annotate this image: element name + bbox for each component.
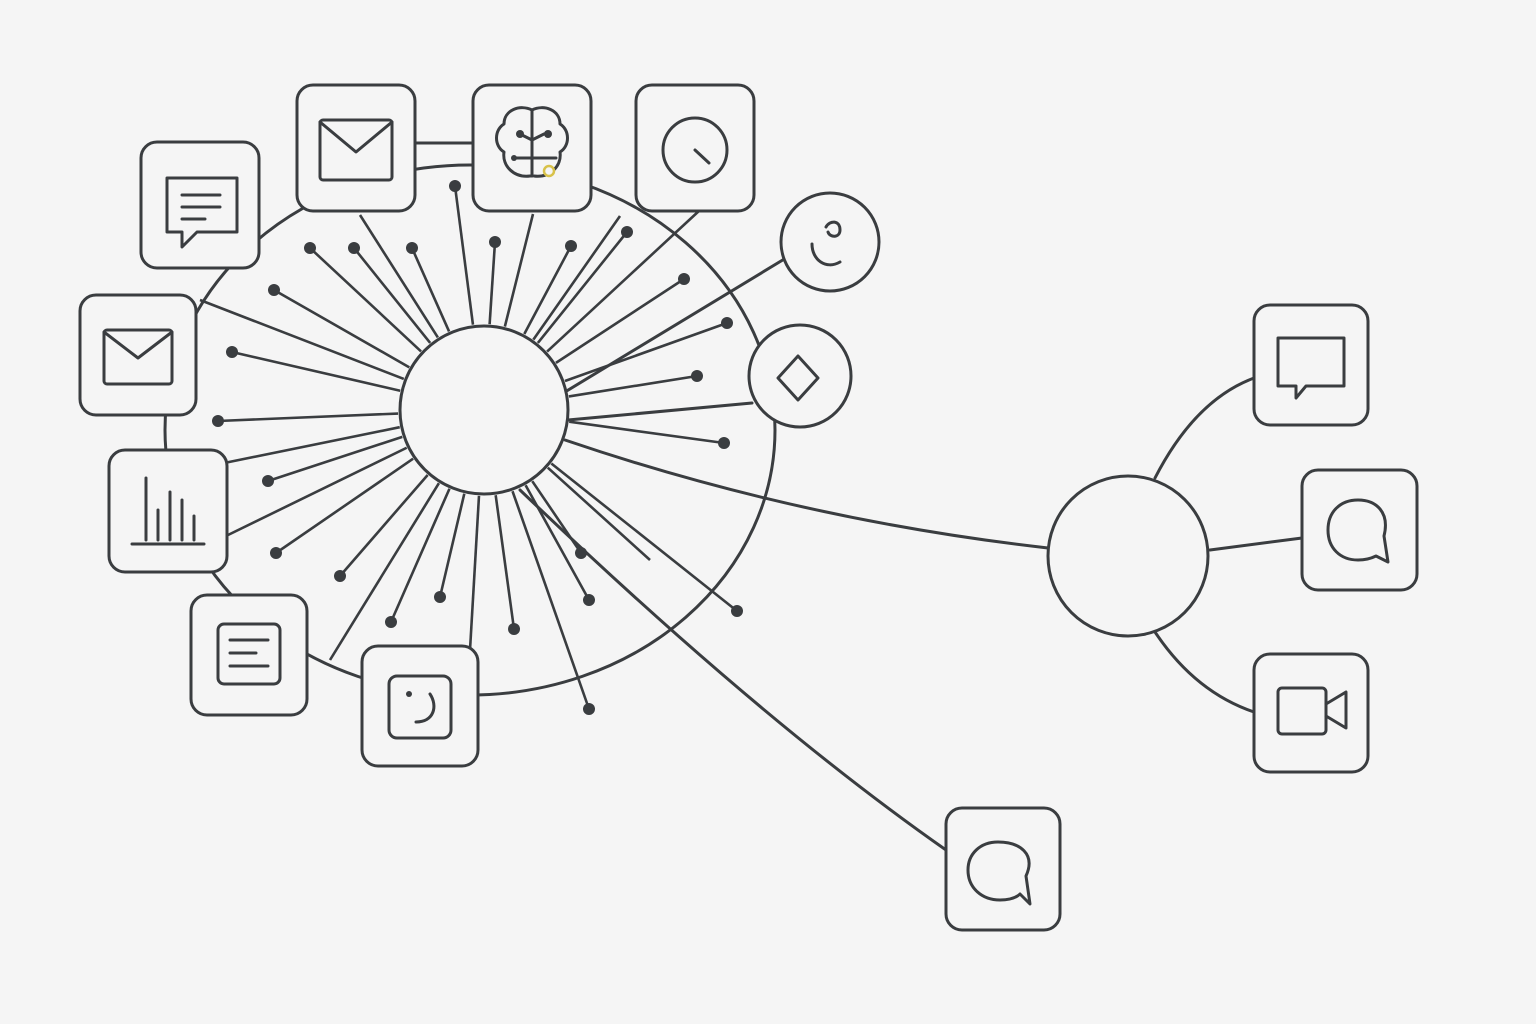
spoke-line (503, 213, 535, 327)
spoke-line (468, 495, 481, 651)
spoke-line (410, 247, 451, 332)
spoke-line (494, 495, 516, 630)
diamond-link (566, 401, 754, 422)
hub-to-hub-link (563, 438, 1050, 550)
bar-chart-icon[interactable] (107, 448, 229, 574)
video-camera-icon[interactable] (1252, 652, 1370, 774)
spoke-line (511, 490, 591, 710)
spoke-node (565, 240, 577, 252)
spoke-node (268, 284, 280, 296)
spoke-node (449, 180, 461, 192)
spoke-node (508, 623, 520, 635)
spoke-node (385, 616, 397, 628)
spoke-line (569, 420, 725, 445)
spoke-node (718, 437, 730, 449)
spoke-line (273, 288, 410, 369)
spoke-node (621, 226, 633, 238)
primary-hub[interactable] (398, 324, 570, 496)
spoke-line (267, 435, 403, 483)
spoke-line (389, 488, 451, 623)
spoke-node (583, 594, 595, 606)
spoke-line (523, 245, 573, 335)
spoke-node (721, 317, 733, 329)
spoke-line (546, 209, 701, 353)
spoke-line (568, 374, 698, 398)
spoke-line (453, 185, 475, 325)
spoke-line (275, 457, 414, 555)
spoke-node (348, 242, 360, 254)
document-lines-icon[interactable] (189, 593, 309, 717)
spoke-line (488, 241, 497, 325)
secondary-hub[interactable] (1046, 474, 1210, 638)
brain-circuit-icon[interactable] (471, 83, 593, 213)
spoke-node (678, 273, 690, 285)
spoke-node (334, 570, 346, 582)
branch-message (1153, 376, 1256, 480)
chat-bubble-icon[interactable] (139, 140, 261, 270)
spoke-node (262, 475, 274, 487)
spoke-line (438, 493, 466, 598)
spoke-node (434, 591, 446, 603)
spoke-line (532, 215, 622, 341)
spoke-line (536, 231, 629, 344)
spoke-line (358, 214, 439, 339)
spoke-line (217, 412, 399, 423)
spoke-line (550, 462, 738, 613)
spoke-line (328, 482, 441, 661)
spoke-node (489, 236, 501, 248)
spoke-node (406, 242, 418, 254)
branch-video (1153, 630, 1256, 714)
spoke-line (227, 446, 408, 537)
spoke-node (226, 346, 238, 358)
spoke-line (352, 247, 432, 344)
spoke-node (583, 703, 595, 715)
phone-icon[interactable] (779, 191, 881, 293)
clock-icon[interactable] (634, 83, 756, 213)
spoke-node (575, 547, 587, 559)
hub-spokes (189, 180, 743, 715)
spoke-line (531, 480, 583, 554)
spoke-node (212, 415, 224, 427)
spoke-node (691, 370, 703, 382)
diamond-icon[interactable] (747, 323, 853, 429)
spoke-line (555, 277, 685, 364)
spoke-line (199, 298, 405, 381)
speech-bubble-icon[interactable] (1300, 468, 1419, 592)
spoke-node (270, 547, 282, 559)
spoke-line (564, 321, 728, 383)
phone-link (558, 256, 788, 397)
spoke-line (546, 466, 651, 561)
spoke-line (524, 484, 591, 601)
smile-icon[interactable] (360, 644, 480, 768)
speech-bubble-icon[interactable] (944, 806, 1062, 932)
mail-icon[interactable] (295, 83, 417, 213)
spoke-line (309, 247, 422, 353)
spoke-line (339, 474, 429, 577)
spoke-node (731, 605, 743, 617)
message-square-icon[interactable] (1252, 303, 1370, 427)
mail-icon[interactable] (78, 293, 198, 417)
spoke-node (304, 242, 316, 254)
spoke-line (231, 350, 401, 392)
branch-speech (1208, 536, 1304, 552)
